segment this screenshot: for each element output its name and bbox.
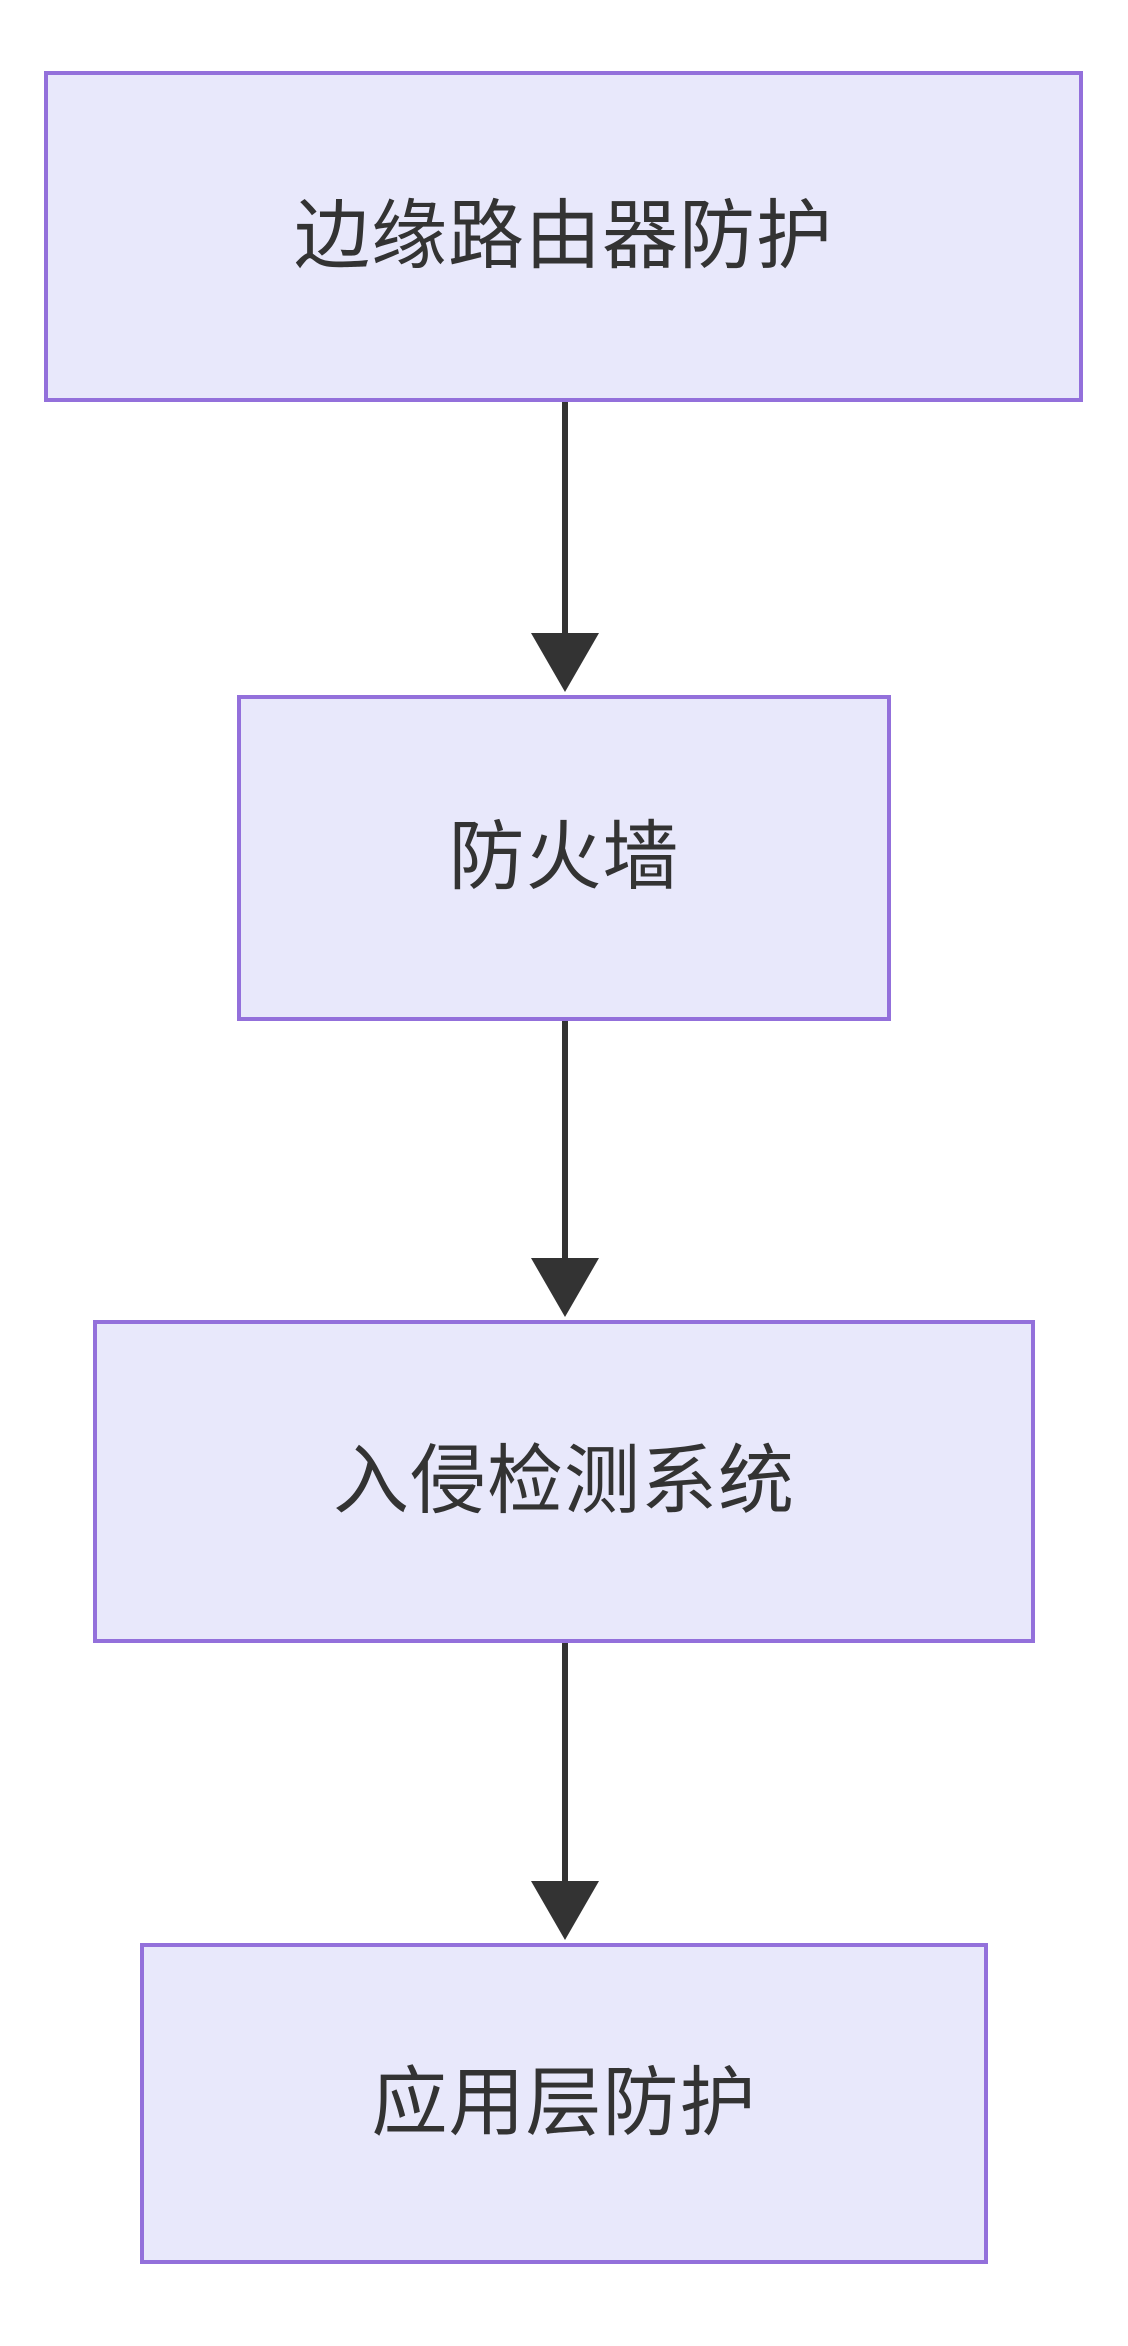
flow-node-edge-router-protection[interactable]: 边缘路由器防护 xyxy=(44,71,1083,402)
flow-node-label: 应用层防护 xyxy=(371,2060,757,2146)
flow-node-firewall[interactable]: 防火墙 xyxy=(237,695,891,1021)
flow-node-label: 防火墙 xyxy=(448,815,680,901)
flow-node-label: 入侵检测系统 xyxy=(333,1438,795,1524)
arrowhead-icon-1 xyxy=(531,633,599,692)
arrowhead-icon-3 xyxy=(531,1881,599,1940)
arrowhead-icon-2 xyxy=(531,1258,599,1317)
edge-node1-to-node2 xyxy=(531,402,599,692)
edge-node2-to-node3 xyxy=(531,1021,599,1317)
flow-node-intrusion-detection-system[interactable]: 入侵检测系统 xyxy=(93,1320,1035,1643)
edge-node3-to-node4 xyxy=(531,1643,599,1940)
flow-node-application-layer-protection[interactable]: 应用层防护 xyxy=(140,1943,988,2264)
flow-node-label: 边缘路由器防护 xyxy=(294,193,833,279)
